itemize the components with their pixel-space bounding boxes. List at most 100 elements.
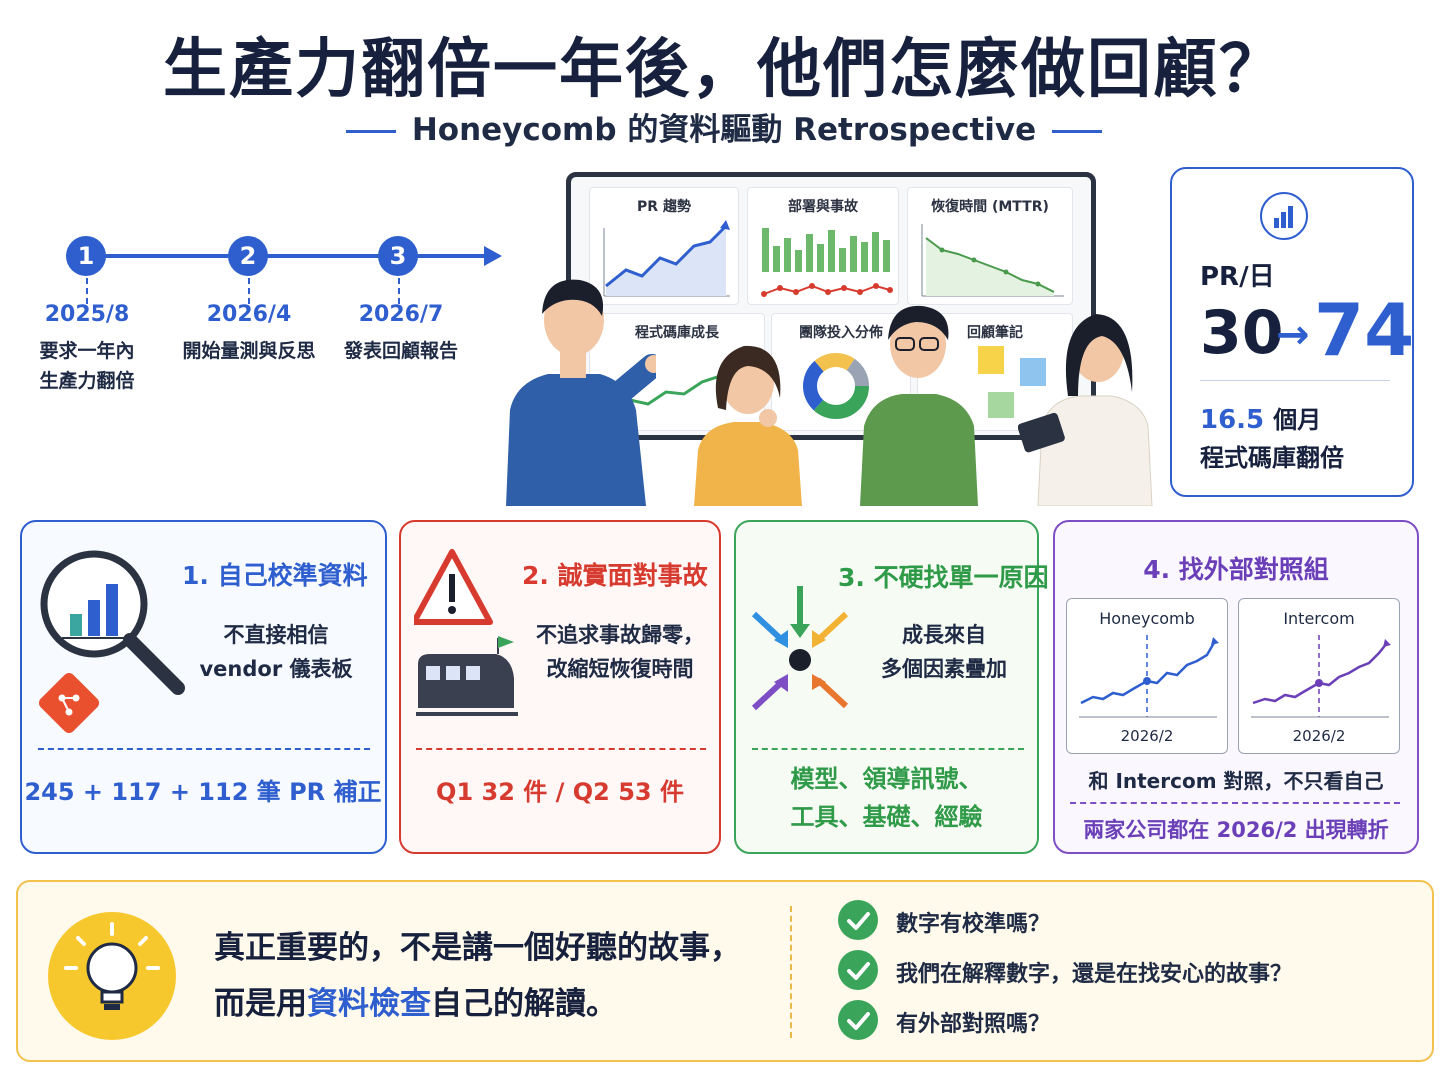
subtitle-left-rule <box>345 130 396 133</box>
timeline-step-1-date: 2025/8 <box>44 302 130 327</box>
git-icon <box>38 672 100 734</box>
card-4-divider <box>1070 802 1400 804</box>
panel-mttr: 恢復時間 (MTTR) <box>907 187 1073 305</box>
checklist-item-1: 數字有校準嗎？ <box>896 912 1051 937</box>
card-4-footer: 兩家公司都在 2026/2 出現轉折 <box>1083 818 1389 842</box>
timeline-step-3-desc: 發表回顧報告 <box>343 340 458 362</box>
card-3-footer-line2: 工具、基礎、經驗 <box>790 803 983 831</box>
card-1-divider <box>38 748 370 750</box>
panel-mttr-title: 恢復時間 (MTTR) <box>931 199 1049 215</box>
honeycomb-mini-chart: Honeycomb 2026/2 <box>1066 598 1228 754</box>
card-1-text-line1: 不直接相信 <box>223 623 329 647</box>
card-2-footer: Q1 32 件 / Q2 53 件 <box>436 778 684 806</box>
stat-desc: 程式碼庫翻倍 <box>1200 444 1344 472</box>
lightbulb-icon <box>48 912 176 1040</box>
timeline-step-1-dot: 1 <box>66 236 106 276</box>
woman-thinking-illustration <box>694 345 802 506</box>
quote-line2-suffix: 自己的解讀。 <box>431 986 617 1022</box>
timeline-step-2-connector <box>248 278 250 304</box>
check-icon <box>838 950 878 990</box>
stat-label: PR/日 <box>1200 262 1275 292</box>
timeline-step-1-desc: 要求一年內生產力翻倍 <box>12 336 162 396</box>
panel-codebase-growth-title: 程式碼庫成長 <box>635 325 719 341</box>
card-4-text: 和 Intercom 對照，不只看自己 <box>1088 769 1384 793</box>
deploy-bar-chart <box>761 228 893 297</box>
card-3-footer-line1: 模型、領導訊號、 <box>790 765 983 793</box>
intercom-chart-title: Intercom <box>1283 609 1355 628</box>
man-pointing-illustration <box>506 279 656 506</box>
bar-chart-icon <box>1260 192 1308 240</box>
check-icon <box>838 1000 878 1040</box>
timeline-step-3-date: 2026/7 <box>358 302 444 327</box>
card-1-text: 不直接相信 vendor 儀表板 <box>186 618 366 686</box>
woman-with-tablet-illustration <box>1018 314 1153 506</box>
card-2-text-line2: 改縮短恢復時間 <box>546 657 694 681</box>
card-1-title: 1. 自己校準資料 <box>182 561 368 590</box>
stat-months-value: 16.5 <box>1200 405 1265 435</box>
honeycomb-chart-title: Honeycomb <box>1099 609 1195 628</box>
card-3-divider <box>752 748 1024 750</box>
intercom-mini-chart: Intercom 2026/2 <box>1238 598 1400 754</box>
converging-arrows-icon <box>751 586 849 711</box>
page-title: 生產力翻倍一年後，他們怎麼做回顧？ <box>163 33 1285 107</box>
stat-divider <box>1200 380 1390 381</box>
sticky-note-icon <box>978 346 1004 374</box>
timeline-step-2-date: 2026/4 <box>206 302 292 327</box>
quote-line2-prefix: 而是用 <box>214 986 307 1022</box>
panel-pr-trend: PR 趨勢 <box>589 187 739 305</box>
card-1-text-line2: vendor 儀表板 <box>199 657 353 681</box>
stat-from-value: 30 <box>1200 298 1284 368</box>
timeline-step-3-dot: 3 <box>378 236 418 276</box>
panel-deploy-incident: 部署與事故 <box>747 187 899 305</box>
honeycomb-trend-line <box>1079 635 1219 718</box>
magnifier-chart-icon <box>38 550 185 734</box>
panel-retro-notes-title: 回顧筆記 <box>967 325 1023 341</box>
timeline-arrow-icon <box>484 246 502 266</box>
timeline-step-2-dot: 2 <box>228 236 268 276</box>
sticky-note-icon <box>1020 358 1046 386</box>
card-3-text-line1: 成長來自 <box>902 623 986 647</box>
card-2-divider <box>416 748 706 750</box>
card-3-text: 成長來自多個因素疊加 <box>856 618 1032 686</box>
stat-to-value: 74 <box>1314 288 1415 372</box>
stat-months: 16.5 個月 <box>1200 400 1321 435</box>
quote-highlight: 資料檢查 <box>307 986 431 1022</box>
intercom-chart-date: 2026/2 <box>1292 727 1346 745</box>
card-2-text: 不追求事故歸零， 改縮短恢復時間 <box>530 618 710 686</box>
timeline-step-3-connector <box>398 278 400 304</box>
panel-team-allocation-title: 團隊投入分佈 <box>799 325 883 341</box>
takeaway-quote-line2: 而是用資料檢查自己的解讀。 <box>214 978 617 1023</box>
card-4-title: 4. 找外部對照組 <box>1143 555 1329 584</box>
takeaway-panel <box>16 880 1434 1062</box>
takeaway-separator <box>790 906 792 1038</box>
timeline-step-1-connector <box>86 278 88 304</box>
timeline-step-1-desc-line2: 生產力翻倍 <box>39 370 135 392</box>
card-2-text-line1: 不追求事故歸零， <box>536 623 704 647</box>
card-3-title: 3. 不硬找單一原因 <box>838 563 1049 592</box>
card-1-footer: 245 + 117 + 112 筆 PR 補正 <box>24 778 382 806</box>
warning-train-icon <box>414 549 518 716</box>
timeline-step-1-desc-line1: 要求一年內 <box>39 340 135 362</box>
stat-months-unit: 個月 <box>1273 406 1322 434</box>
check-icon <box>838 900 878 940</box>
dashboard-board: PR 趨勢 部署與事故 恢復時間 (MTTR) <box>566 172 1096 440</box>
subtitle-text: Honeycomb 的資料驅動 Retrospective <box>411 112 1037 148</box>
sticky-note-icon <box>988 392 1014 418</box>
panel-pr-trend-title: PR 趨勢 <box>637 199 691 215</box>
bar-chart-icon-glyph <box>1274 206 1293 228</box>
takeaway-quote-line1: 真正重要的，不是講一個好聽的故事， <box>214 930 741 966</box>
card-3-text-line2: 多個因素疊加 <box>881 657 1007 681</box>
card-3-footer: 模型、領導訊號、工具、基礎、經驗 <box>736 760 1037 836</box>
timeline-step-2-desc: 開始量測與反思 <box>182 340 316 362</box>
timeline-line <box>86 254 488 258</box>
checklist-item-3: 有外部對照嗎？ <box>896 1012 1051 1037</box>
card-2-title: 2. 誠實面對事故 <box>522 561 708 590</box>
subtitle-right-rule <box>1052 130 1103 133</box>
intercom-trend-line <box>1251 635 1391 718</box>
honeycomb-chart-date: 2026/2 <box>1120 727 1174 745</box>
team-allocation-donut <box>803 353 869 419</box>
panel-team-allocation: 團隊投入分佈 <box>771 313 911 431</box>
stat-arrow: → <box>1276 312 1310 358</box>
checklist-item-2: 我們在解釋數字，還是在找安心的故事？ <box>896 962 1293 987</box>
pr-trend-line-chart <box>603 220 730 297</box>
